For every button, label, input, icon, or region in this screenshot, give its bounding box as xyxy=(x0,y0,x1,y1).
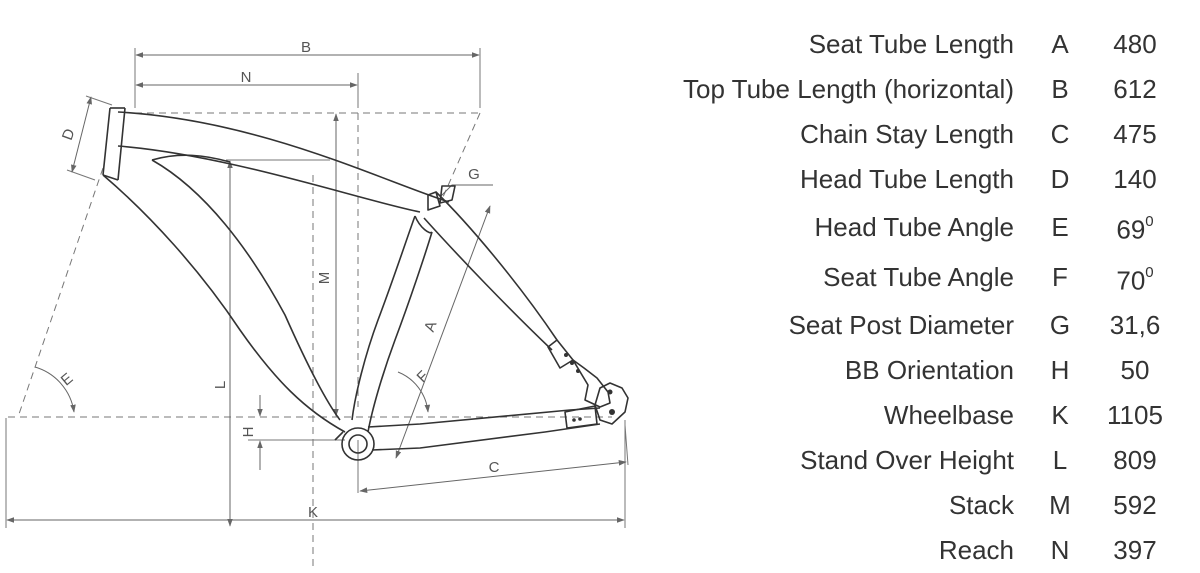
spec-value: 1105 xyxy=(1107,400,1163,431)
spec-code: K xyxy=(1051,400,1069,431)
spec-name: Reach xyxy=(938,535,1014,566)
label-n: N xyxy=(241,69,252,86)
spec-name: Stack xyxy=(948,490,1014,521)
spec-value: 592 xyxy=(1113,490,1157,521)
spec-value: 50 xyxy=(1120,355,1150,386)
spec-name: BB Orientation xyxy=(844,355,1014,386)
label-a: A xyxy=(421,319,440,334)
geometry-spec-table: Seat Tube Length A 480 Top Tube Length (… xyxy=(660,22,1190,573)
spec-code: L xyxy=(1052,445,1068,476)
spec-code: C xyxy=(1050,119,1070,149)
dimension-lines xyxy=(6,52,627,527)
degree-mark: 0 xyxy=(1145,213,1154,230)
degree-mark: 0 xyxy=(1145,263,1154,281)
spec-value: 690 xyxy=(1080,202,1190,253)
spec-row: BB Orientation H 50 xyxy=(660,348,1190,393)
label-c: C xyxy=(489,459,500,476)
spec-name: Head Tube Length xyxy=(800,164,1014,194)
spec-row: Head Tube Length D 140 xyxy=(660,157,1190,202)
label-k: K xyxy=(308,504,318,521)
spec-code: N xyxy=(1050,535,1070,566)
spec-row: Seat Post Diameter G 31,6 xyxy=(660,303,1190,348)
spec-row: Wheelbase K 1105 xyxy=(660,393,1190,438)
spec-row: Seat Tube Length A 480 xyxy=(660,22,1190,67)
label-m: M xyxy=(316,272,333,285)
construction-lines xyxy=(8,112,612,570)
spec-name: Wheelbase xyxy=(883,400,1014,431)
spec-value-number: 69 xyxy=(1116,214,1146,245)
spec-row: Seat Tube Angle F 700 xyxy=(660,253,1190,304)
spec-code: D xyxy=(1050,164,1070,194)
label-f: F xyxy=(414,368,433,387)
spec-row: Reach N 397 xyxy=(660,528,1190,573)
spec-code: E xyxy=(1051,211,1069,242)
spec-row: Top Tube Length (horizontal) B 612 xyxy=(660,67,1190,112)
frame-geometry-diagram: B N D G M A E F L H C K xyxy=(5,39,629,570)
spec-name: Seat Post Diameter xyxy=(788,310,1014,341)
spec-value: 397 xyxy=(1113,535,1157,566)
spec-value-number: 70 xyxy=(1116,265,1146,296)
spec-row: Stack M 592 xyxy=(660,483,1190,528)
spec-code: G xyxy=(1049,310,1071,341)
spec-name: Stand Over Height xyxy=(800,445,1014,476)
label-b: B xyxy=(301,39,311,56)
spec-name: Head Tube Angle xyxy=(814,211,1015,242)
extension-lines xyxy=(5,48,629,528)
spec-value: 475 xyxy=(1113,119,1157,149)
label-e: E xyxy=(58,370,77,389)
spec-code: H xyxy=(1050,355,1070,386)
label-h: H xyxy=(240,427,257,438)
spec-code: M xyxy=(1049,490,1071,521)
spec-name: Chain Stay Length xyxy=(800,119,1014,149)
label-g: G xyxy=(468,166,480,183)
spec-code: F xyxy=(1052,262,1068,293)
label-l: L xyxy=(212,381,229,389)
spec-row: Chain Stay Length C 475 xyxy=(660,112,1190,157)
spec-value: 700 xyxy=(1080,253,1190,304)
label-d: D xyxy=(59,126,79,142)
spec-value: 809 xyxy=(1113,445,1157,476)
spec-value: 612 xyxy=(1113,74,1157,104)
spec-name: Seat Tube Length xyxy=(808,29,1014,59)
spec-value: 480 xyxy=(1113,29,1157,59)
frame-mount-holes xyxy=(564,353,615,422)
bike-frame xyxy=(102,107,629,461)
spec-code: A xyxy=(1051,29,1069,59)
spec-row: Stand Over Height L 809 xyxy=(660,438,1190,483)
spec-value: 140 xyxy=(1113,164,1157,194)
spec-code: B xyxy=(1051,74,1069,104)
spec-name: Top Tube Length (horizontal) xyxy=(683,74,1014,104)
spec-row: Head Tube Angle E 690 xyxy=(660,202,1190,253)
spec-value: 31,6 xyxy=(1109,310,1161,341)
spec-name: Seat Tube Angle xyxy=(823,262,1014,293)
